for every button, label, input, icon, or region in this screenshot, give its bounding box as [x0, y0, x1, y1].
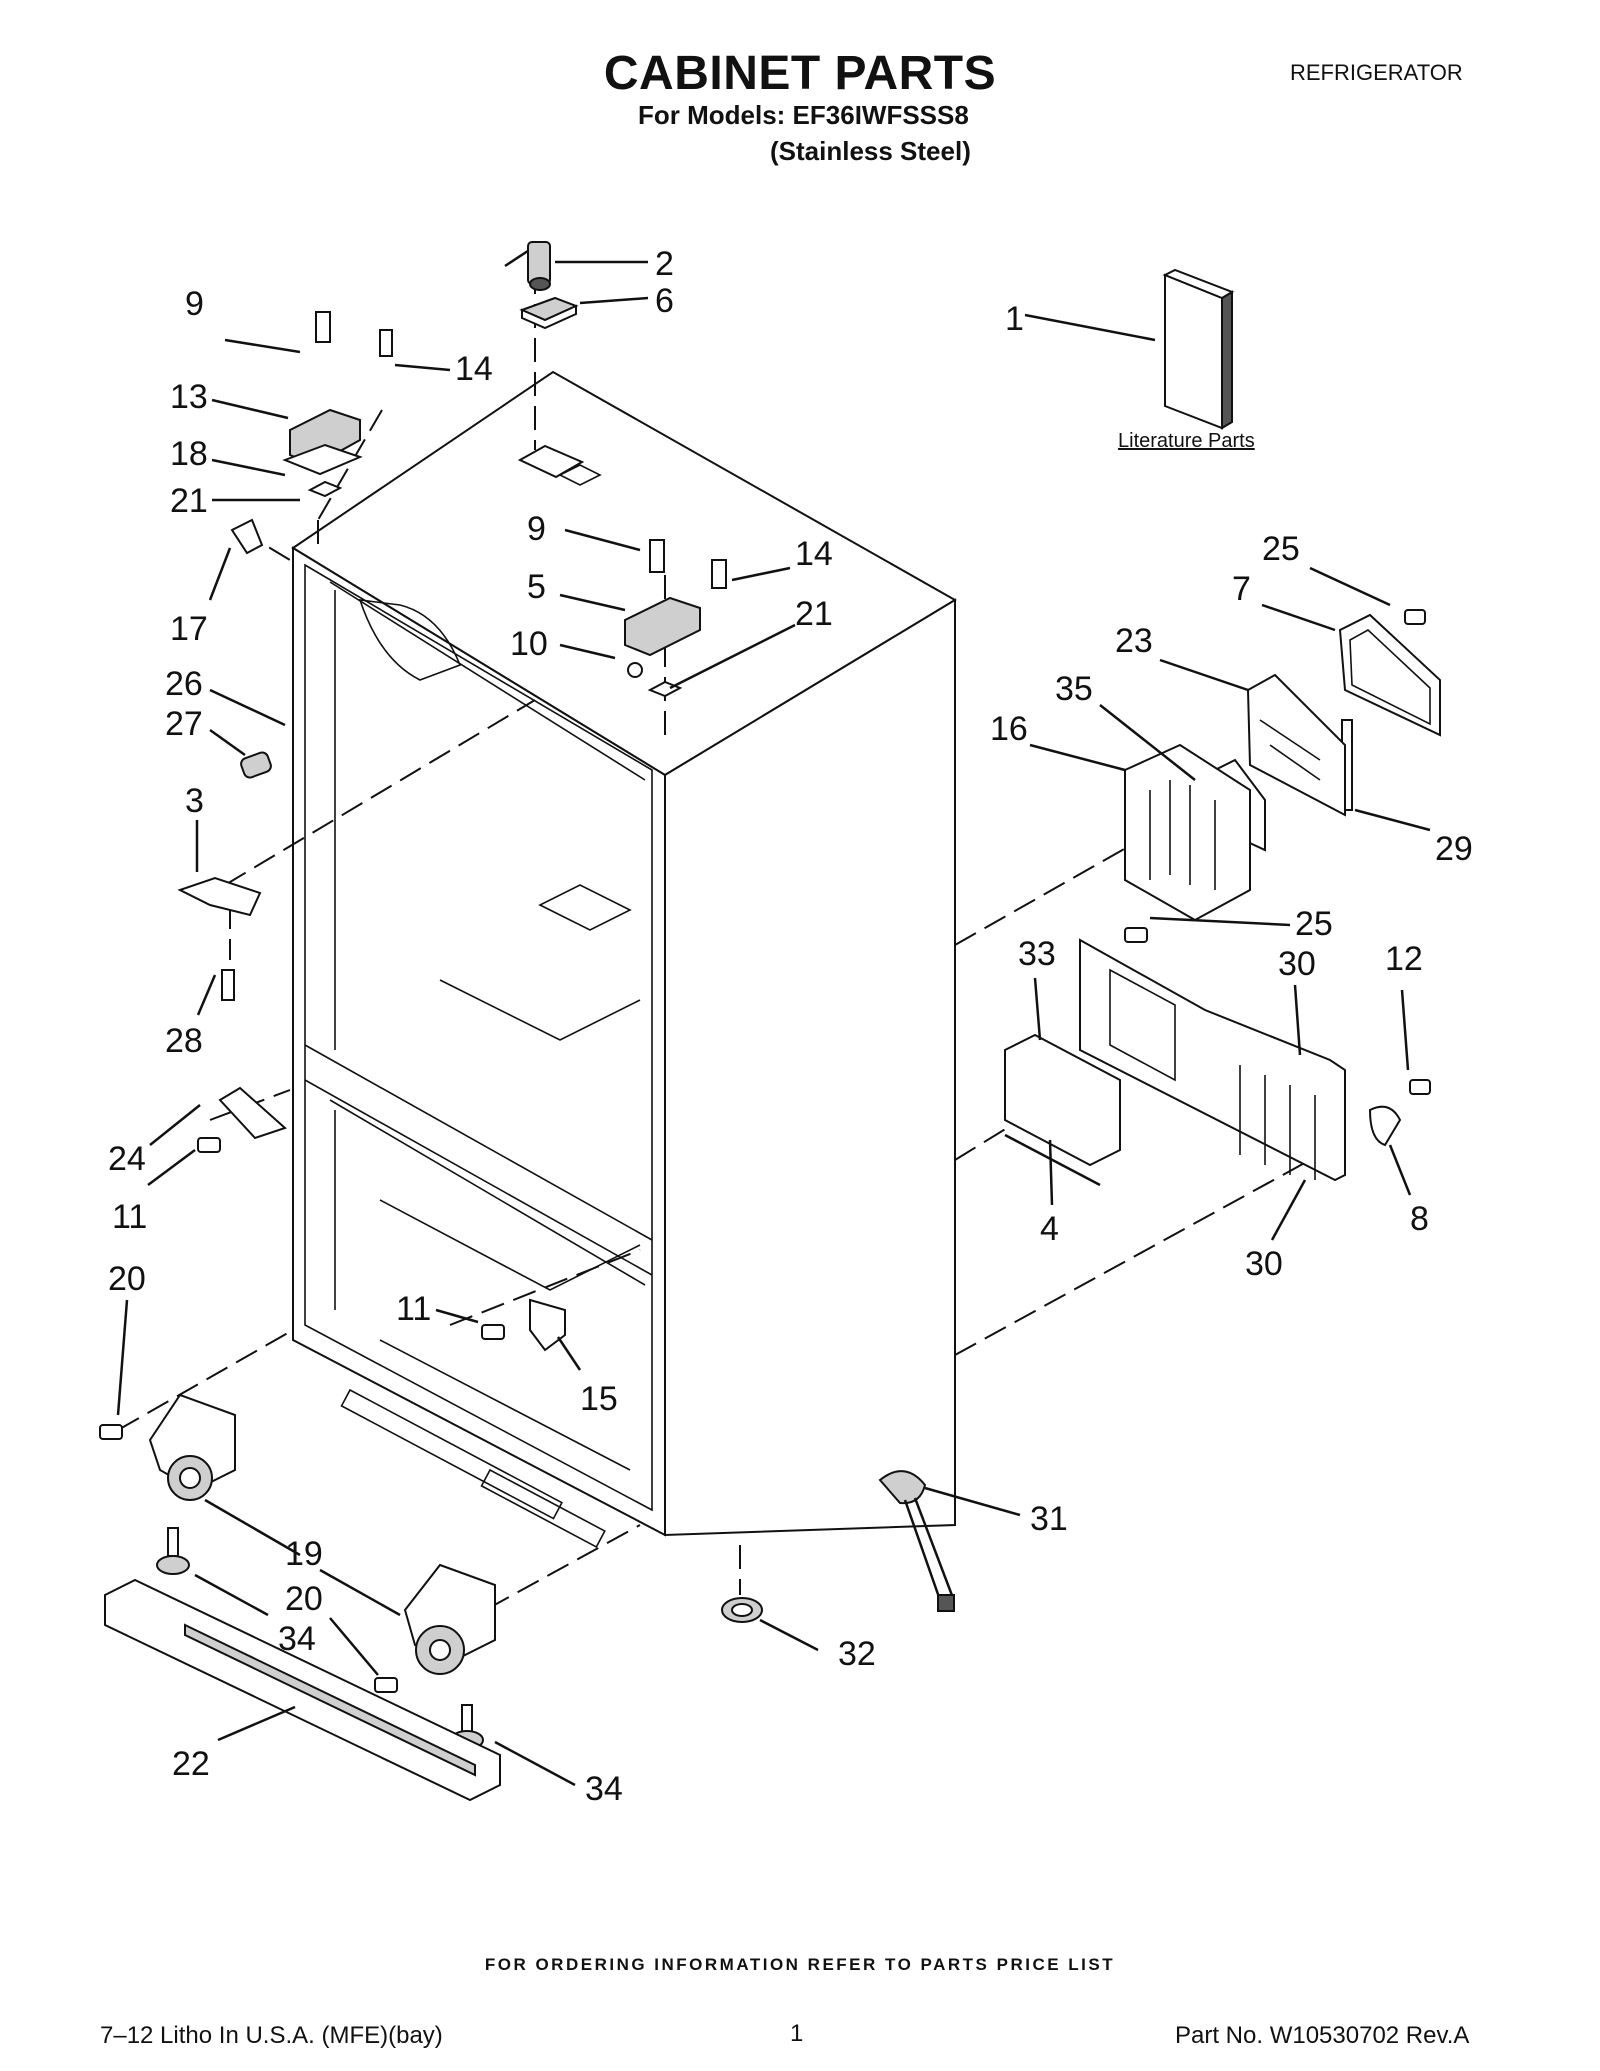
callout-11: 11	[396, 1290, 431, 1328]
part-27-plug	[240, 751, 272, 779]
callout-22: 22	[172, 1745, 210, 1783]
callout-34: 34	[278, 1620, 316, 1658]
callout-2: 2	[655, 245, 674, 283]
callout-4: 4	[1040, 1210, 1059, 1248]
callout-3: 3	[185, 782, 204, 820]
callout-25: 25	[1295, 905, 1333, 943]
callout-33: 33	[1018, 935, 1056, 973]
callout-21: 21	[170, 482, 208, 520]
callout-24: 24	[108, 1140, 146, 1178]
part-6-bracket	[519, 296, 579, 330]
part-left-hinge	[230, 311, 393, 555]
explode-lines	[117, 270, 1311, 1626]
callout-21: 21	[795, 595, 833, 633]
callout-17: 17	[170, 610, 208, 648]
callout-18: 18	[170, 435, 208, 473]
part-top-opening	[517, 444, 585, 479]
litho-line: 7–12 Litho In U.S.A. (MFE)(bay)	[100, 2022, 443, 2049]
callout-12: 12	[1385, 940, 1423, 978]
part-19-left-roller	[99, 1393, 236, 1501]
callout-26: 26	[165, 665, 203, 703]
part-8-clip	[1368, 1079, 1431, 1147]
part-15-bracket	[481, 1298, 566, 1352]
leader-arrows	[116, 260, 1431, 1787]
part-24-bracket	[197, 1086, 287, 1153]
part-22-base-grille	[104, 1578, 501, 1802]
callout-29: 29	[1435, 830, 1473, 868]
part-center-hinge	[624, 539, 727, 698]
part-7-cover	[1338, 609, 1441, 811]
callout-numbers: 1 2 6 9 14 13 18 21 17 9 14 5 21 10 26 2…	[108, 245, 1473, 1808]
callout-20: 20	[108, 1260, 146, 1298]
callout-34: 34	[585, 1770, 623, 1808]
finish-line: (Stainless Steel)	[770, 136, 971, 166]
callout-1: 1	[1005, 300, 1024, 338]
ordering-note: FOR ORDERING INFORMATION REFER TO PARTS …	[484, 1955, 1116, 1974]
part-31-drain-tube	[878, 1470, 955, 1612]
callout-7: 7	[1232, 570, 1251, 608]
callout-14: 14	[795, 535, 833, 573]
cabinet-body	[291, 370, 957, 1549]
callout-30: 30	[1278, 945, 1316, 983]
callout-6: 6	[655, 282, 674, 320]
part-3-bracket	[177, 876, 262, 1001]
callout-28: 28	[165, 1022, 203, 1060]
part-water-valve	[504, 241, 551, 291]
callout-8: 8	[1410, 1200, 1429, 1238]
part-16-control-housing	[1124, 743, 1251, 922]
callout-27: 27	[165, 705, 203, 743]
part-23-control-board	[1246, 673, 1346, 817]
callout-35: 35	[1055, 670, 1093, 708]
part-19-right-roller	[374, 1563, 496, 1693]
callout-15: 15	[580, 1380, 618, 1418]
callout-9: 9	[527, 510, 546, 548]
part-30-air-panel	[1079, 927, 1346, 1182]
callout-25: 25	[1262, 530, 1300, 568]
callout-19: 19	[285, 1535, 323, 1573]
callout-20: 20	[285, 1580, 323, 1618]
callout-32: 32	[838, 1635, 876, 1673]
callout-23: 23	[1115, 622, 1153, 660]
callout-13: 13	[170, 378, 208, 416]
models-line: For Models: EF36IWFSSS8	[638, 100, 969, 130]
literature-book	[1162, 268, 1235, 430]
callout-31: 31	[1030, 1500, 1068, 1538]
callout-10: 10	[510, 625, 548, 663]
appliance-type: REFRIGERATOR	[1290, 60, 1463, 85]
callout-5: 5	[527, 568, 546, 606]
callout-30: 30	[1245, 1245, 1283, 1283]
callout-14: 14	[455, 350, 493, 388]
literature-parts-label: Literature Parts	[1118, 430, 1255, 452]
callout-11: 11	[112, 1198, 147, 1236]
callout-9: 9	[185, 285, 204, 323]
page-title: CABINET PARTS	[603, 47, 997, 100]
page-number: 1	[790, 2020, 804, 2047]
callout-16: 16	[990, 710, 1028, 748]
part-32-grommet	[721, 1597, 763, 1623]
part-33-filter	[1004, 1033, 1121, 1187]
part-number: Part No. W10530702 Rev.A	[1175, 2022, 1470, 2049]
